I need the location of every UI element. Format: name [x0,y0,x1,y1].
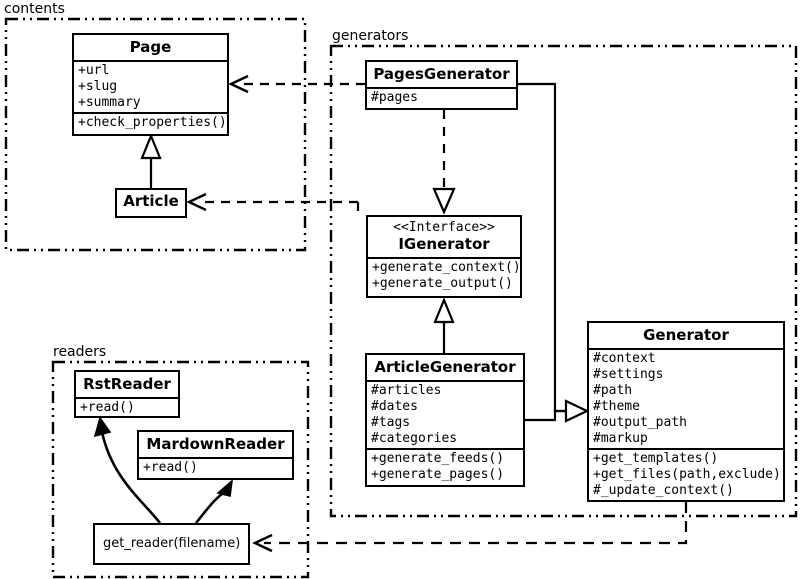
class-pages-generator-title: PagesGenerator [373,65,510,83]
edge-pagesgenerator-extends-generator [518,82,569,413]
class-igenerator-title: IGenerator [398,235,490,253]
class-pages-generator[interactable]: PagesGenerator #pages [365,60,518,110]
package-label-readers: readers [53,344,107,360]
class-mardown-reader[interactable]: MardownReader +read() [137,430,294,480]
method: +check_properties() [78,115,227,130]
class-mardown-reader-title: MardownReader [146,435,285,453]
attribute: #pages [371,90,418,105]
class-article-title: Article [123,192,179,210]
class-page-methods: +check_properties() [74,112,227,132]
class-generator-title: Generator [643,326,729,344]
class-rst-reader-methods: +read() [76,397,178,417]
edge-pagesgenerator-uses-page [228,74,365,94]
attribute: +url [78,63,110,78]
class-rst-reader[interactable]: RstReader +read() [74,370,180,418]
class-generator-attributes: #context #settings #path #theme #output_… [589,348,783,448]
attribute: #theme [593,399,640,414]
edge-articlegenerator-implements-igenerator [433,297,455,353]
class-pages-generator-attributes: #pages [367,87,516,107]
edge-generator-uses-get-reader [252,502,688,553]
class-generator-methods: +get_templates() +get_files(path,exclude… [589,448,783,500]
method: +generate_context() [372,260,521,275]
class-page-attributes: +url +slug +summary [74,60,227,112]
method: +read() [80,400,135,415]
package-label-contents: contents [4,1,65,17]
attribute: +summary [78,95,141,110]
edge-articlegenerator-extends-generator [525,399,590,423]
package-label-generators: generators [332,28,409,44]
method: +generate_output() [372,276,513,291]
edge-article-inherits-page [140,133,162,188]
attribute: #path [593,383,633,398]
class-page-title: Page [129,38,172,56]
class-article-generator-title: ArticleGenerator [374,358,516,376]
method: +generate_feeds() [371,451,505,466]
method: +get_files(path,exclude) [593,467,781,482]
method: +generate_pages() [371,467,505,482]
attribute: #dates [371,399,418,414]
attribute: #settings [593,367,664,382]
edge-get-reader-creates-mardownreader [194,479,234,524]
attribute: #articles [371,383,442,398]
edge-pagesgenerator-realizes-igenerator [432,110,456,215]
class-rst-reader-title: RstReader [83,375,171,393]
function-get-reader-label: get_reader(filename) [103,536,241,551]
edge-articlegenerator-uses-article [186,192,358,212]
class-igenerator-stereotype: <<Interface>> [393,220,495,235]
class-igenerator[interactable]: <<Interface>> IGenerator +generate_conte… [366,215,522,298]
class-generator[interactable]: Generator #context #settings #path #them… [587,321,785,502]
class-article[interactable]: Article [115,188,187,218]
attribute: +slug [78,79,118,94]
function-get-reader[interactable]: get_reader(filename) [93,523,250,565]
attribute: #output_path [593,415,687,430]
class-page[interactable]: Page +url +slug +summary +check_properti… [72,33,229,136]
method: +read() [143,460,198,475]
class-igenerator-methods: +generate_context() +generate_output() [368,257,521,293]
class-article-generator[interactable]: ArticleGenerator #articles #dates #tags … [365,353,525,487]
class-mardown-reader-methods: +read() [139,457,292,477]
attribute: #tags [371,415,411,430]
attribute: #categories [371,431,458,446]
method: +get_templates() [593,451,719,466]
method: #_update_context() [593,483,734,498]
attribute: #markup [593,431,648,446]
attribute: #context [593,351,656,366]
class-article-generator-attributes: #articles #dates #tags #categories [367,380,523,448]
class-article-generator-methods: +generate_feeds() +generate_pages() [367,448,523,484]
